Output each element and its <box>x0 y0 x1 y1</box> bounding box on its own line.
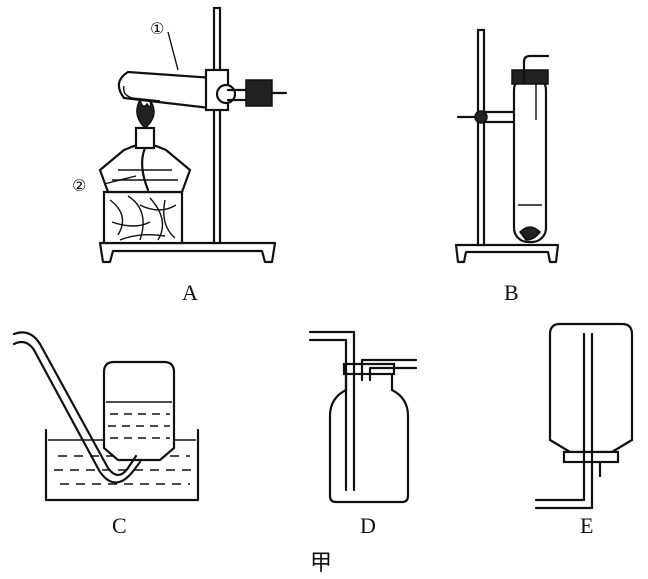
iron-stand-rod-b <box>476 28 486 247</box>
alcohol-lamp <box>98 144 192 194</box>
lamp-neck <box>134 126 156 150</box>
l-tube-e <box>534 332 586 502</box>
gas-collecting-bottle <box>102 360 176 462</box>
short-tube-d-inner <box>368 366 418 382</box>
iron-stand-rod-a <box>212 6 222 245</box>
label-e: E <box>580 513 593 538</box>
delivery-tube-c <box>12 331 138 477</box>
glass-tube-b <box>512 74 548 244</box>
iron-stand-base-a <box>98 241 277 264</box>
test-tube <box>117 70 216 110</box>
apparatus-a: ① ② A <box>72 6 288 305</box>
label-b: B <box>504 280 519 305</box>
apparatus-d: D <box>308 330 418 538</box>
apparatus-c: C <box>12 331 200 538</box>
apparatus-e: E <box>534 322 634 538</box>
short-tube-d <box>360 358 418 382</box>
water-trough <box>44 428 200 502</box>
test-tube-solid <box>122 85 161 102</box>
rubber-stopper-a <box>245 79 273 107</box>
label-c: C <box>112 513 127 538</box>
flame <box>136 98 155 130</box>
marker-1: ① <box>150 19 164 38</box>
wood-grain <box>109 195 177 241</box>
rubber-stopper-b <box>511 69 549 85</box>
clamp-arm-b <box>482 110 518 124</box>
tube-bottom-solid <box>519 226 541 241</box>
iron-stand-base-b <box>454 243 560 264</box>
l-tube-e-outer <box>534 332 594 510</box>
long-tube-d-inner <box>308 338 348 492</box>
gas-washing-bottle <box>328 370 410 504</box>
leader-line-1 <box>167 31 179 71</box>
lamp-wick <box>141 146 150 192</box>
marker-2: ② <box>72 176 86 195</box>
long-tube-d <box>308 330 356 492</box>
label-a: A <box>182 280 198 305</box>
clamp-knob-b <box>474 110 488 124</box>
label-d: D <box>360 513 376 538</box>
leader-line-2 <box>103 175 137 185</box>
bottle-water-dashes <box>108 413 170 439</box>
apparatus-b: B <box>454 28 560 305</box>
figure-caption: 甲 <box>310 550 332 575</box>
bent-tube-b <box>522 54 550 84</box>
delivery-tube-c-inner <box>12 340 142 484</box>
